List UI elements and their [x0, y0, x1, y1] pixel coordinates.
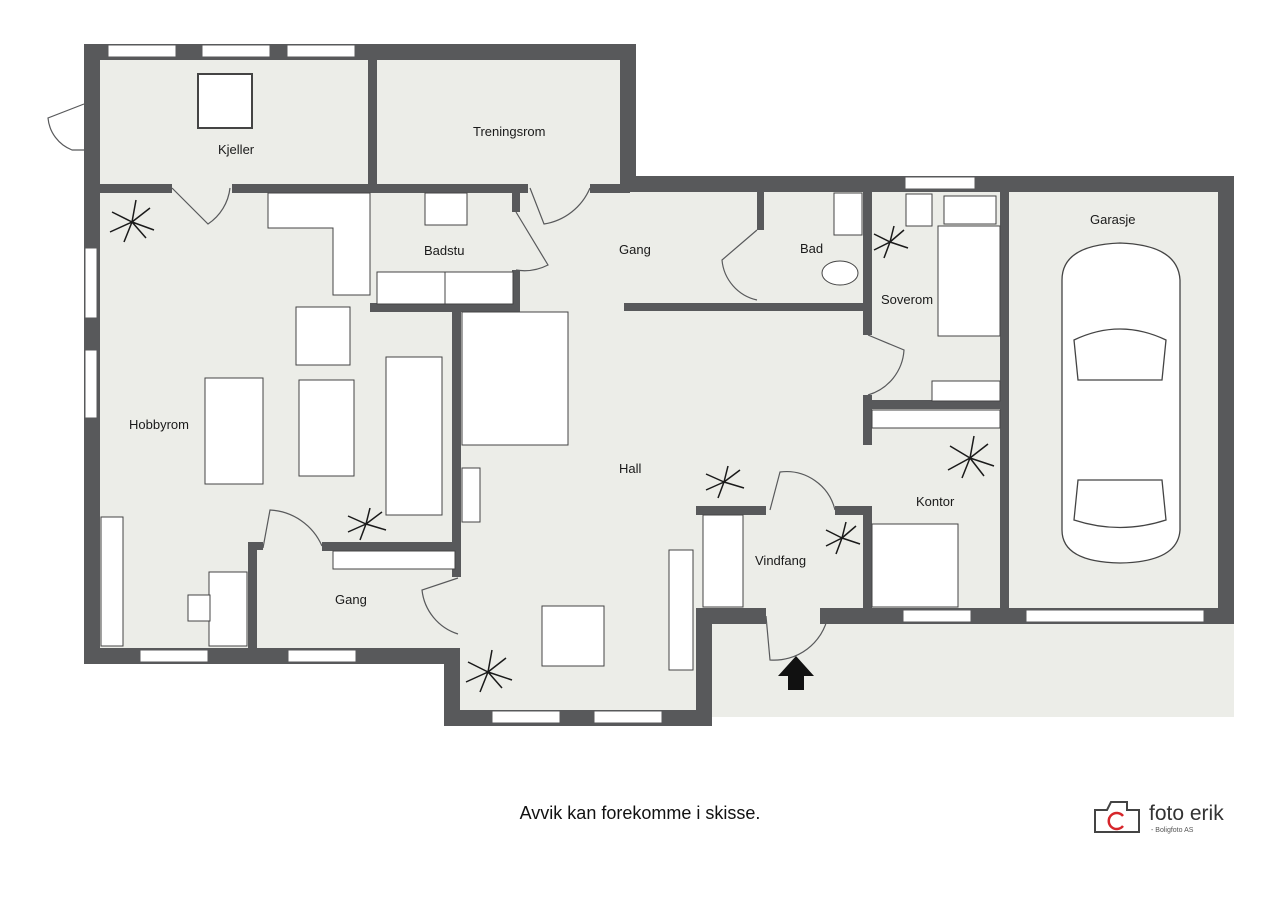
kjeller-box — [197, 73, 253, 129]
room-label-hall: Hall — [619, 461, 642, 476]
shelf-kontor — [871, 409, 1001, 429]
room-label-hobbyrom: Hobbyrom — [129, 417, 189, 432]
shelf — [332, 550, 456, 570]
hall-cabinet — [668, 549, 694, 671]
coffee-table — [298, 379, 355, 477]
room-label-vindfang: Vindfang — [755, 553, 806, 568]
doors — [47, 103, 905, 661]
desk — [208, 571, 248, 647]
plant-icon — [947, 435, 995, 479]
dining-table — [541, 605, 605, 667]
room-label-gang-upper: Gang — [619, 242, 651, 257]
interior-walls — [92, 52, 1009, 654]
entrance-arrow-icon — [778, 656, 814, 690]
logo-tagline: - Boligfoto AS — [1151, 827, 1194, 834]
sink — [833, 192, 863, 236]
sauna-bench — [376, 271, 446, 305]
wardrobe — [931, 380, 1001, 402]
company-logo: foto erik - Boligfoto AS — [1093, 798, 1253, 842]
logo-name: foto erik — [1149, 802, 1224, 825]
vindfang-closet — [702, 514, 744, 608]
plants — [109, 199, 995, 693]
plant-icon — [465, 649, 513, 693]
room-label-treningsrom: Treningsrom — [473, 124, 545, 139]
pillow — [943, 195, 997, 225]
room-label-bad: Bad — [800, 241, 823, 256]
sofa-right — [385, 356, 443, 516]
room-label-soverom: Soverom — [881, 292, 933, 307]
disclaimer-text: Avvik kan forekomme i skisse. — [519, 803, 761, 823]
sauna-heater — [424, 192, 468, 226]
plant-icon — [873, 225, 909, 259]
room-label-gang-lower: Gang — [335, 592, 367, 607]
camera-icon — [1094, 801, 1140, 833]
cabinet — [100, 516, 124, 647]
chair — [187, 594, 211, 622]
floor-plan: Kjeller Treningsrom Badstu Gang Bad Sove… — [47, 44, 1234, 726]
furniture — [100, 73, 1001, 671]
office-desk — [871, 523, 959, 608]
plant-icon — [347, 507, 387, 541]
sauna-bench-2 — [444, 271, 514, 305]
car-icon — [1061, 242, 1181, 564]
plant-icon — [109, 199, 155, 243]
hall-bench — [461, 467, 481, 523]
room-label-garasje: Garasje — [1090, 212, 1136, 227]
toilet — [821, 260, 859, 286]
armchair — [295, 306, 351, 366]
nightstand — [905, 193, 933, 227]
stairs — [461, 311, 569, 446]
room-label-kontor: Kontor — [916, 494, 955, 509]
room-label-kjeller: Kjeller — [218, 142, 255, 157]
plant-icon — [825, 521, 861, 555]
sofa-left — [204, 377, 264, 485]
windows — [84, 44, 1205, 724]
room-label-badstu: Badstu — [424, 243, 464, 258]
kitchen-counter — [267, 192, 371, 296]
plant-icon — [705, 465, 745, 499]
bed — [937, 225, 1001, 337]
room-labels: Kjeller Treningsrom Badstu Gang Bad Sove… — [129, 124, 1136, 607]
